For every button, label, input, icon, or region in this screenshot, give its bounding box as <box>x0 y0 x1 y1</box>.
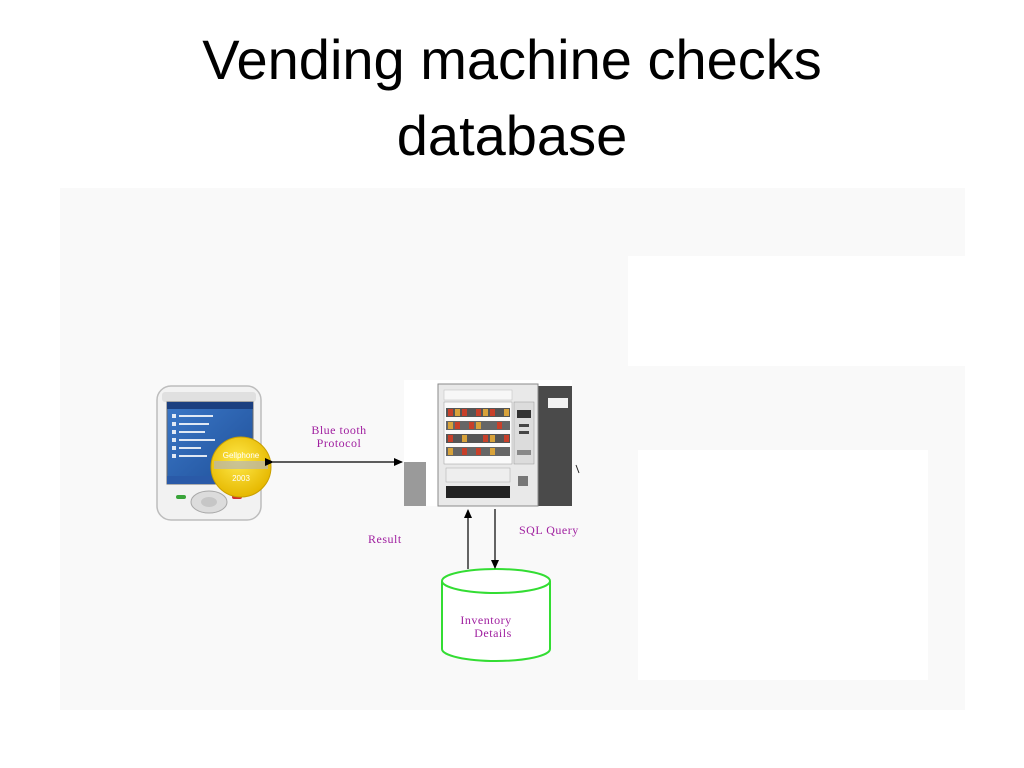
sql-query-label: SQL Query <box>519 523 579 537</box>
panel-patch <box>638 450 928 680</box>
result-label: Result <box>368 532 402 546</box>
vending-machine-icon <box>404 380 572 507</box>
database-label-line-2: Details <box>474 626 512 640</box>
phone-sticker: Gellphone 2003 <box>210 436 272 498</box>
stray-mark <box>575 464 580 474</box>
bluetooth-protocol-label: Blue tooth Protocol <box>294 424 384 450</box>
bluetooth-label-line-1: Blue tooth <box>311 423 367 437</box>
database-label: Inventory Details <box>446 614 526 640</box>
vending-shelves <box>446 408 510 456</box>
sticker-text-bottom: 2003 <box>232 474 250 483</box>
slide-title-line-2: database <box>396 104 628 167</box>
panel-patch <box>628 256 965 366</box>
slide-title-line-1: Vending machine checks <box>202 28 822 91</box>
slide-title: Vending machine checks database <box>0 22 1024 174</box>
database-cylinder-icon <box>441 568 551 662</box>
database-label-line-1: Inventory <box>460 613 512 627</box>
bluetooth-label-line-2: Protocol <box>316 436 362 450</box>
sticker-text-top: Gellphone <box>223 451 260 460</box>
